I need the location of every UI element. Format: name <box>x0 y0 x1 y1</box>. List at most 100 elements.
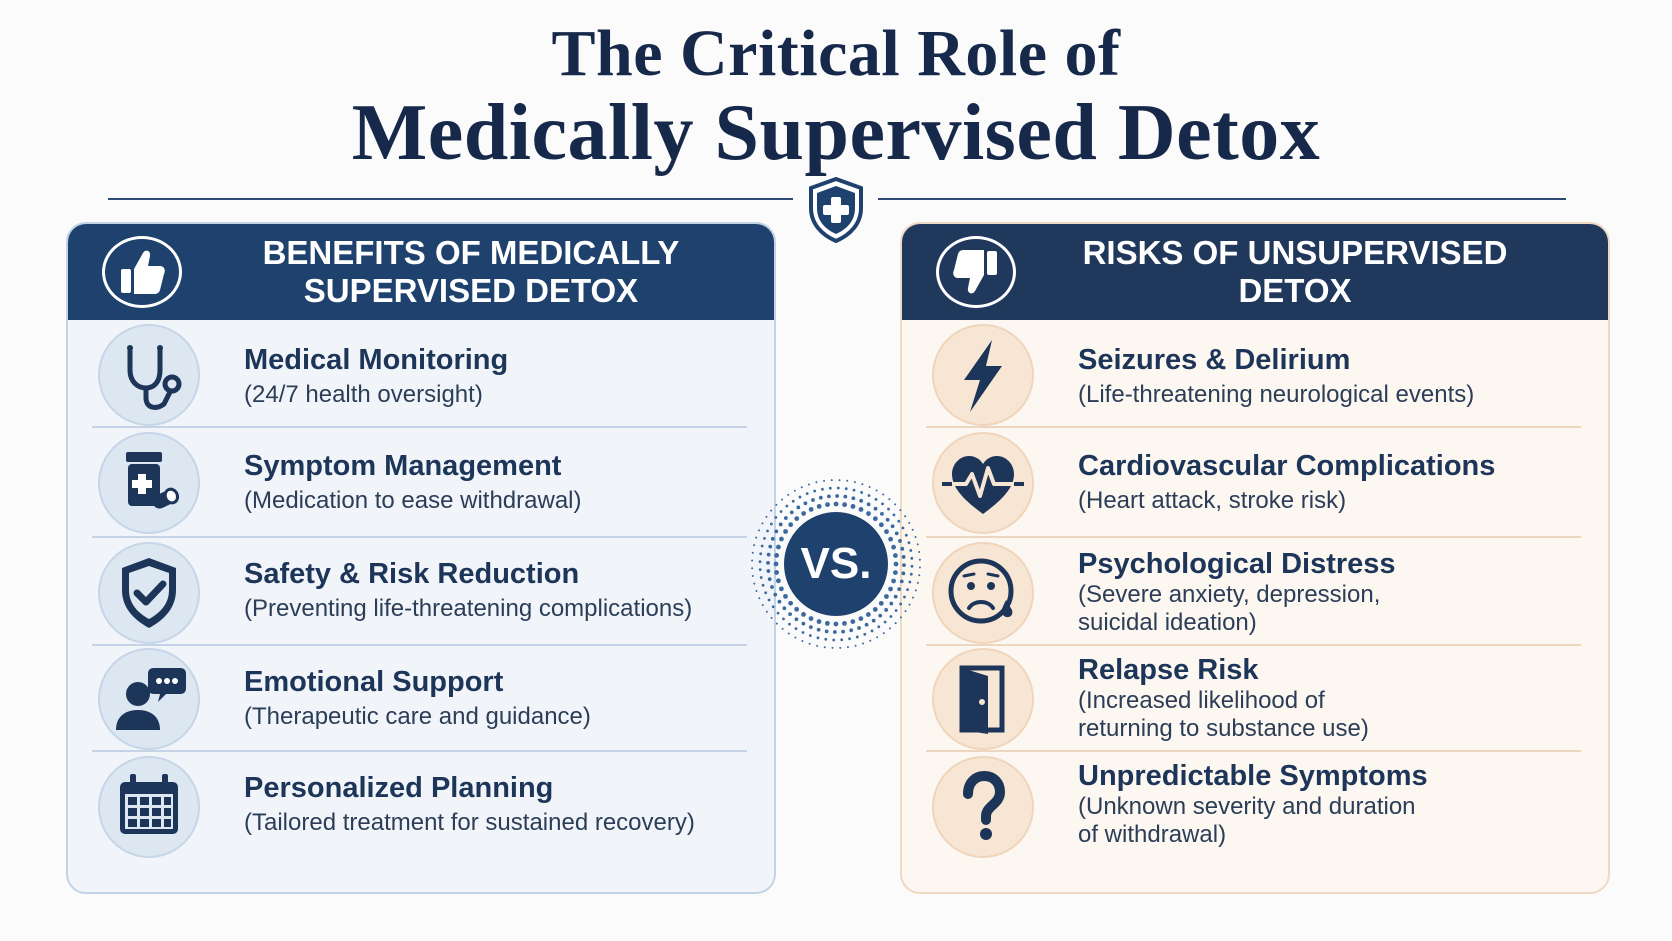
halo-dot <box>761 604 764 607</box>
halo-dot <box>892 570 898 576</box>
halo-dot <box>776 578 781 584</box>
halo-dot <box>893 553 898 558</box>
halo-dot <box>897 587 902 592</box>
halo-dot <box>871 618 876 623</box>
halo-dot <box>788 522 794 528</box>
halo-dot <box>759 576 763 579</box>
halo-dot <box>793 489 796 492</box>
halo-dot <box>766 529 769 533</box>
divider <box>92 536 747 538</box>
halo-dot <box>824 620 830 626</box>
divider <box>926 426 1581 428</box>
halo-dot <box>832 638 836 642</box>
halo-dot <box>816 636 820 640</box>
halo-dot <box>910 556 914 560</box>
risk-desc-line-2: suicidal ideation) <box>1078 609 1257 636</box>
thumbs-up-icon <box>102 236 182 308</box>
halo-dot <box>779 536 784 542</box>
halo-dot <box>791 499 795 503</box>
person-chat-icon <box>98 648 200 750</box>
lightning-icon <box>932 324 1034 426</box>
benefits-header-title: BENEFITS OF MEDICALLY SUPERVISED DETOX <box>262 234 680 309</box>
title-line-1: The Critical Role of <box>551 17 1121 90</box>
halo-dot <box>918 558 921 561</box>
halo-dot <box>918 566 921 569</box>
halo-dot <box>766 552 771 557</box>
halo-dot <box>761 583 765 587</box>
halo-dot <box>764 591 768 595</box>
halo-dot <box>859 498 864 503</box>
list-item: Unpredictable Symptoms (Unknown severity… <box>902 752 1608 862</box>
halo-dot <box>893 594 898 599</box>
halo-dot <box>888 627 891 630</box>
halo-dot <box>774 516 778 519</box>
halo-dot <box>753 582 756 585</box>
halo-dot <box>914 535 917 538</box>
halo-dot <box>751 551 754 554</box>
risk-title: Psychological Distress <box>1078 548 1396 580</box>
halo-dot <box>789 510 794 515</box>
list-item: Psychological Distress (Severe anxiety, … <box>902 538 1608 644</box>
halo-dot <box>858 616 864 622</box>
benefit-desc: (Medication to ease withdrawal) <box>244 487 582 514</box>
benefits-panel: BENEFITS OF MEDICALLY SUPERVISED DETOX M… <box>66 222 776 894</box>
halo-dot <box>751 559 754 562</box>
heart-pulse-icon <box>932 432 1034 534</box>
halo-dot <box>848 637 851 641</box>
halo-dot <box>773 561 779 567</box>
halo-dot <box>898 539 902 543</box>
halo-dot <box>900 546 905 551</box>
halo-dot <box>794 627 798 631</box>
benefit-title: Medical Monitoring <box>244 344 509 376</box>
halo-dot <box>767 598 771 602</box>
halo-dot <box>831 646 834 649</box>
halo-dot <box>858 507 864 512</box>
halo-dot <box>781 627 784 630</box>
halo-dot <box>794 636 797 639</box>
halo-dot <box>813 489 817 493</box>
halo-dot <box>775 622 778 625</box>
list-item: Symptom Management (Medication to ease w… <box>68 428 774 536</box>
vs-dot-ring <box>751 479 921 649</box>
halo-dot <box>753 544 756 547</box>
halo-dot <box>833 501 839 507</box>
halo-dot <box>776 611 780 615</box>
halo-dot <box>830 479 833 482</box>
halo-dot <box>759 552 763 556</box>
halo-dot <box>869 639 872 642</box>
halo-dot <box>808 625 813 630</box>
halo-dot <box>894 531 899 536</box>
halo-dot <box>842 621 847 626</box>
halo-dot <box>816 644 819 647</box>
halo-dot <box>894 609 898 612</box>
halo-dot <box>785 504 789 508</box>
halo-dot <box>918 551 921 554</box>
halo-dot <box>778 522 783 527</box>
halo-dot <box>902 563 906 568</box>
halo-dot <box>883 620 887 624</box>
sad-face-icon <box>932 542 1034 644</box>
halo-dot <box>828 486 832 490</box>
halo-dot <box>891 544 896 550</box>
halo-dot <box>863 632 867 636</box>
list-item: Personalized Planning (Tailored treatmen… <box>68 752 774 862</box>
benefits-header: BENEFITS OF MEDICALLY SUPERVISED DETOX <box>68 224 774 320</box>
benefit-desc: (24/7 health oversight) <box>244 381 483 408</box>
benefit-desc: (Tailored treatment for sustained recove… <box>244 809 695 836</box>
halo-dot <box>904 515 907 518</box>
halo-dot <box>778 586 784 592</box>
shield-check-icon <box>98 542 200 644</box>
halo-dot <box>872 516 878 522</box>
halo-dot <box>866 511 871 516</box>
halo-dot <box>901 555 906 559</box>
halo-dot <box>909 572 913 576</box>
halo-dot <box>882 493 885 496</box>
benefit-title: Safety & Risk Reduction <box>244 558 580 590</box>
halo-dot <box>782 617 785 621</box>
risk-desc-line-2: of withdrawal) <box>1078 821 1227 848</box>
halo-dot <box>911 528 914 531</box>
risk-title: Seizures & Delirium <box>1078 344 1351 376</box>
halo-dot <box>881 502 884 506</box>
halo-dot <box>777 599 782 604</box>
halo-dot <box>808 506 814 512</box>
